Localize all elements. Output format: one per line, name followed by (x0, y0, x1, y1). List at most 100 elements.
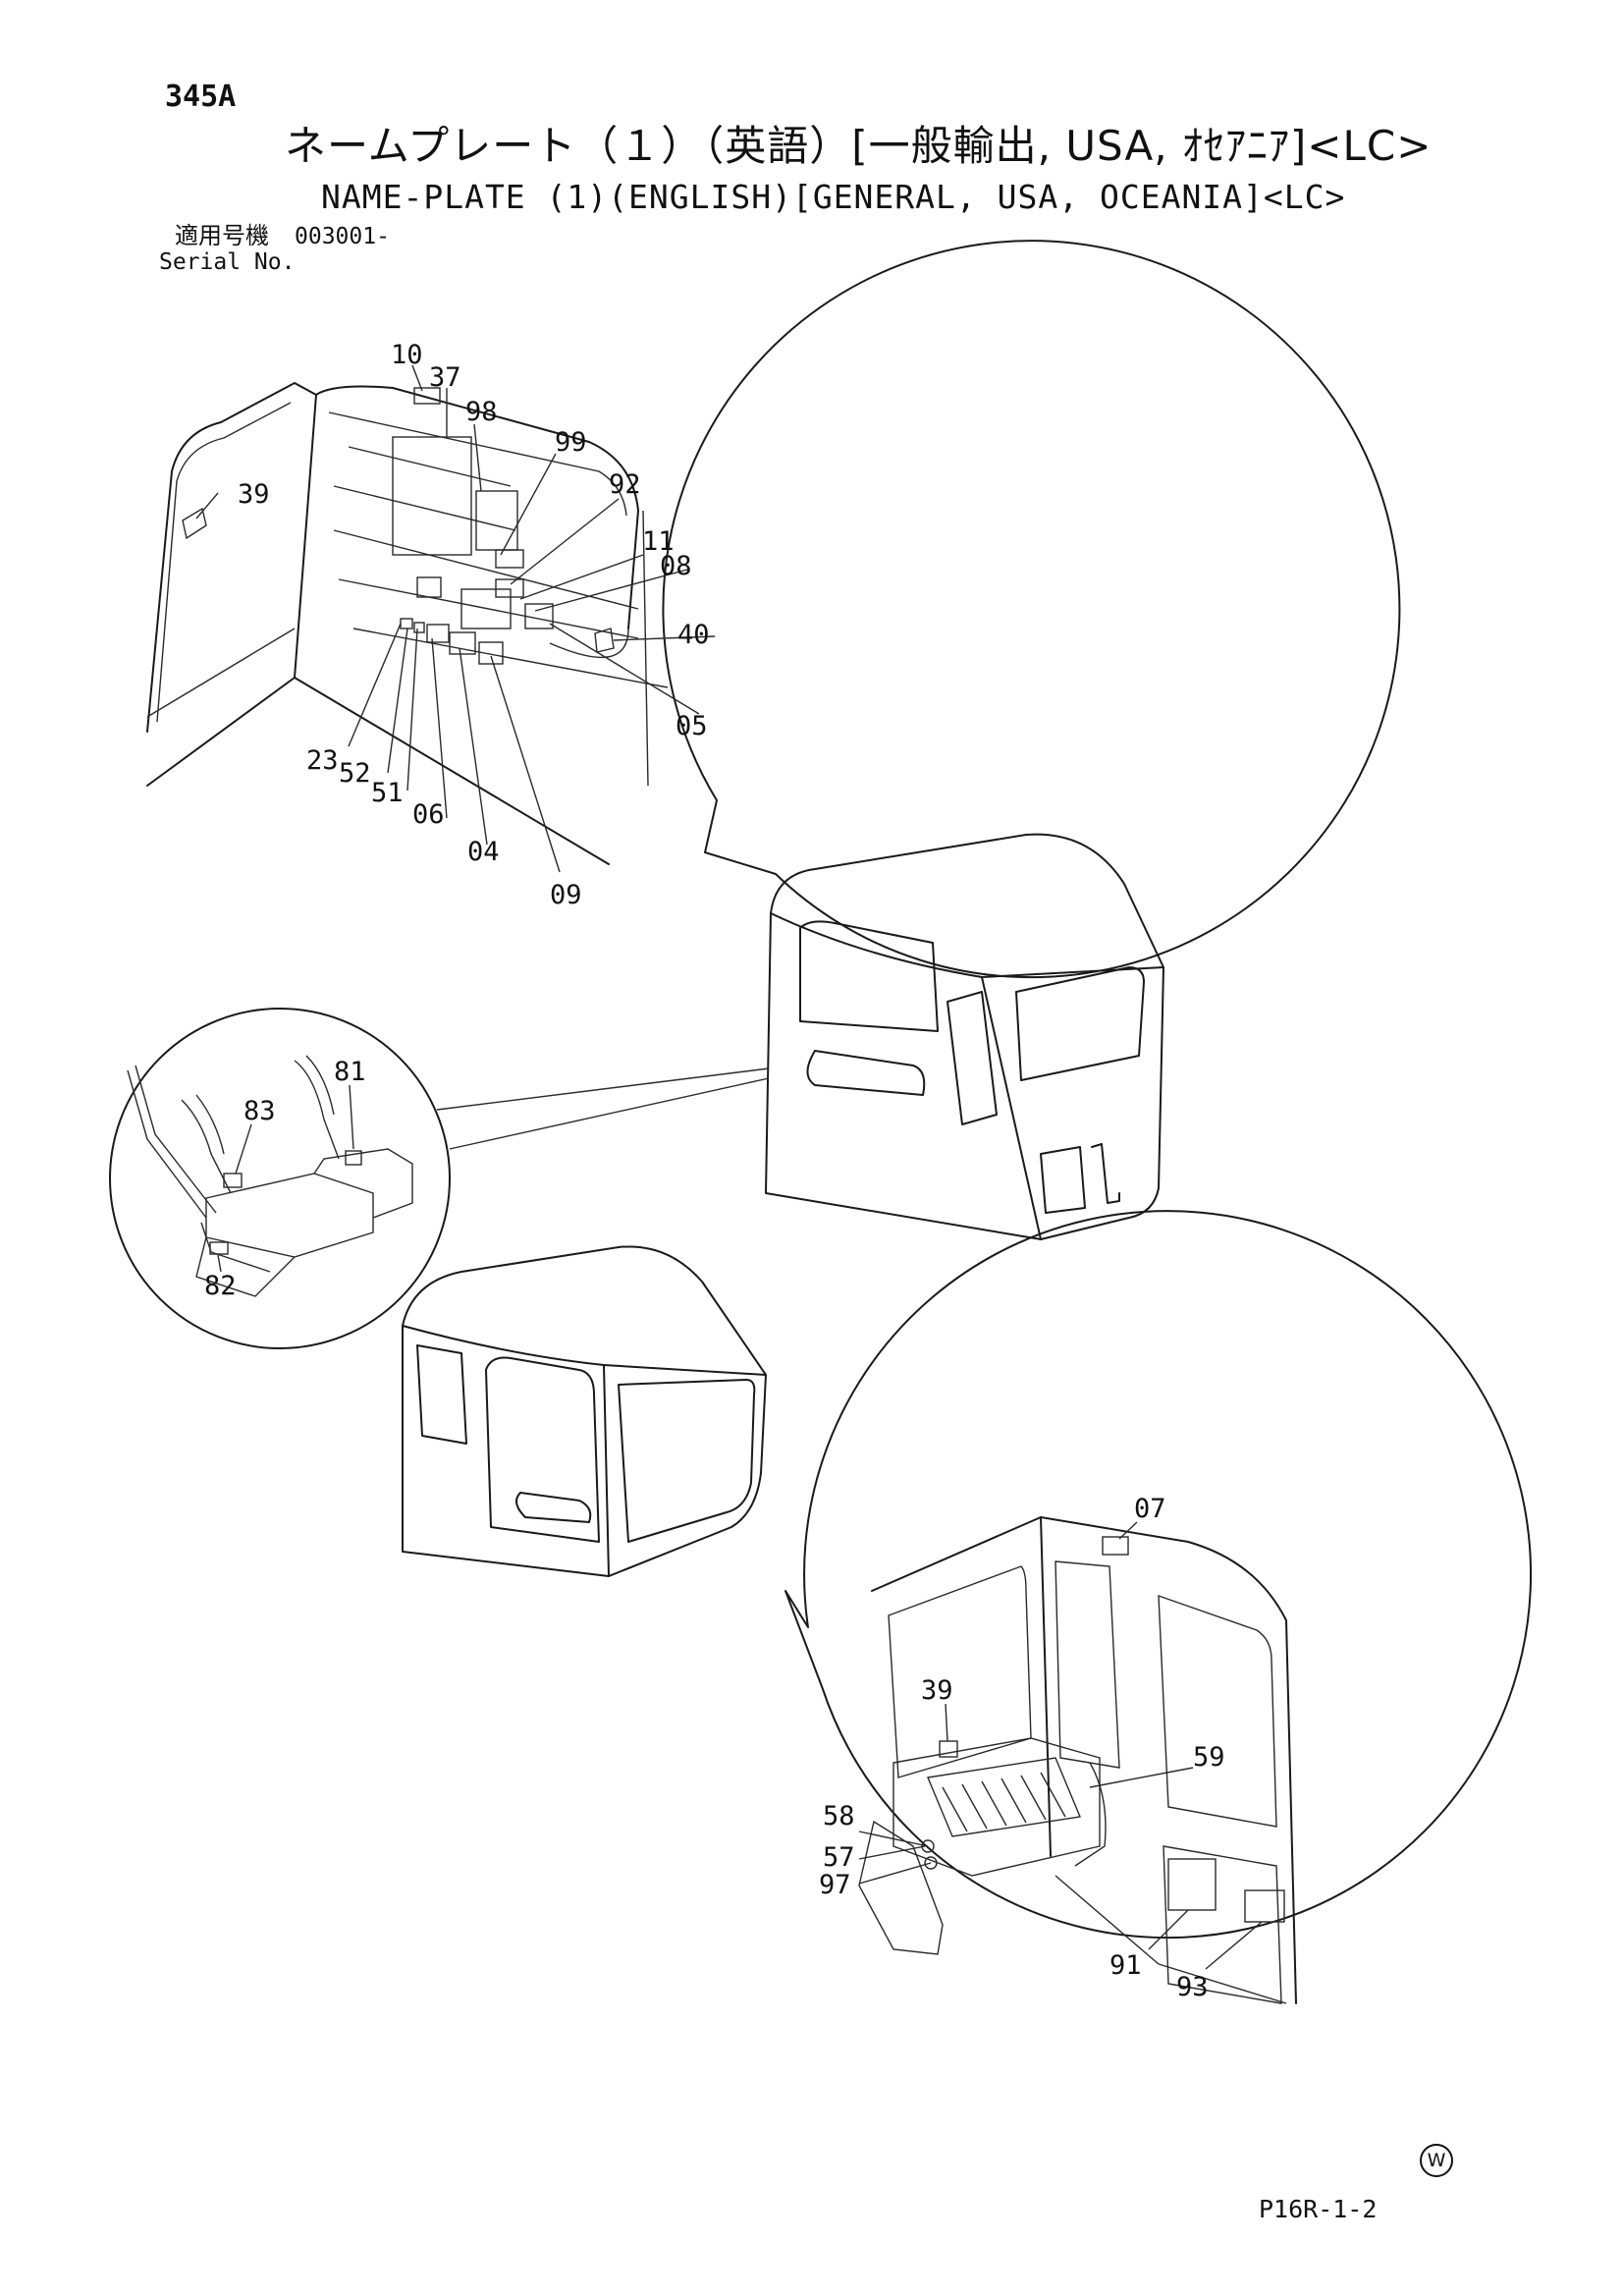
cab-front-outline (402, 1245, 767, 1577)
cab-front-edge (402, 1325, 610, 1577)
page-code: 345A (165, 80, 237, 114)
rear-console-side (1074, 1762, 1107, 1867)
plate-10 (413, 387, 441, 405)
title-japanese: ネームプレート（１）（英語）[一般輸出, USA, ｵｾｱﾆｱ]<LC> (285, 122, 1433, 170)
plate-93 (1244, 1889, 1285, 1923)
callout-83: 83 (243, 1096, 276, 1126)
callout-07: 07 (1134, 1494, 1166, 1524)
rear-console-box (893, 1737, 1101, 1877)
plate-11 (416, 576, 442, 598)
callout-58: 58 (823, 1801, 855, 1831)
callout-09: 09 (550, 880, 582, 910)
rear-window-left (888, 1565, 1032, 1778)
lever-stick-travel (127, 1065, 217, 1219)
callout-59: 59 (1193, 1742, 1225, 1773)
cab-rear-01-mark (1040, 1143, 1120, 1214)
cab-rear-outline (765, 833, 1164, 1240)
callout-39-bottom: 39 (921, 1675, 953, 1706)
serial-number-value: 003001- (295, 224, 390, 249)
cab-pillar-right (642, 510, 649, 787)
lever-stick-left (181, 1094, 232, 1194)
cab-roof-line (315, 385, 639, 629)
cab-front-side-window (618, 1379, 756, 1543)
rear-wall-right (1040, 1516, 1297, 2004)
cab-door-frame (146, 382, 317, 787)
callout-81: 81 (334, 1057, 366, 1087)
lever-stick-right (294, 1055, 340, 1160)
plate-91 (1167, 1858, 1217, 1911)
detail-circle-bottom: 07 39 59 58 57 97 91 93 (784, 1210, 1533, 2004)
lever-base-edge (200, 1222, 271, 1273)
callout-08: 08 (660, 551, 692, 581)
plate-37 (392, 436, 472, 556)
plate-07 (1102, 1536, 1129, 1556)
cab-rear-edge (770, 912, 1042, 1240)
lever-circle-leader-lines (217, 1084, 354, 1273)
callout-51: 51 (371, 778, 404, 808)
lever-console-right (313, 1148, 413, 1219)
plate-92 (495, 578, 524, 598)
plate-51 (413, 622, 425, 633)
cab-front-handle (515, 1492, 592, 1523)
cab-front-top-edge (603, 1364, 767, 1376)
cab-rear-panel (806, 1050, 926, 1096)
plate-82 (209, 1241, 229, 1255)
plate-81 (345, 1150, 362, 1166)
callout-37: 37 (429, 362, 461, 393)
plate-09 (478, 641, 504, 665)
callout-92: 92 (609, 469, 641, 500)
callout-57: 57 (823, 1842, 855, 1873)
callout-99: 99 (555, 427, 587, 458)
cab-rear-window-right (1015, 966, 1145, 1081)
w-circle-mark: W (1420, 2144, 1453, 2177)
plate-06 (426, 624, 450, 643)
callout-06: 06 (412, 799, 445, 830)
callout-39-top: 39 (238, 479, 270, 510)
callout-05: 05 (676, 711, 708, 741)
cab-roof-inner (328, 411, 627, 517)
cab-front-view (402, 1245, 767, 1577)
detail-circle-levers-outline (109, 1008, 451, 1349)
cab-front-windshield (485, 1356, 600, 1543)
callout-82: 82 (204, 1271, 237, 1301)
rear-console-grille (927, 1757, 1081, 1837)
plate-97 (924, 1856, 938, 1870)
callout-23: 23 (306, 745, 339, 776)
callout-10: 10 (391, 340, 423, 370)
callout-04: 04 (467, 837, 500, 867)
plate-04 (449, 631, 476, 655)
grille-slats (942, 1772, 1066, 1832)
rear-seat-bracket (858, 1820, 944, 1955)
plate-05 (524, 603, 554, 629)
cab-pillar-bottom (294, 677, 610, 865)
cab-rear-pillar (947, 991, 998, 1125)
callout-91: 91 (1109, 1950, 1142, 1981)
callout-52: 52 (339, 758, 371, 789)
serial-label-english: Serial No. (159, 249, 296, 275)
callout-97: 97 (819, 1870, 851, 1900)
cab-door-inner-line (156, 402, 292, 723)
top-circle-leader-lines (195, 364, 716, 873)
cab-door-bar (146, 628, 296, 718)
cab-rear-window-left (799, 920, 939, 1032)
plate-99 (495, 549, 524, 569)
detail-circle-levers: 81 83 82 (109, 1008, 770, 1349)
title-english: NAME-PLATE (1)(ENGLISH)[GENERAL, USA, OC… (321, 178, 1346, 216)
callout-11: 11 (642, 526, 675, 557)
callout-40: 40 (677, 620, 710, 650)
plate-08 (460, 588, 512, 629)
detail-circle-top-outline (662, 240, 1401, 979)
plate-39-top (182, 507, 207, 540)
detail-circle-bottom-outline (784, 1210, 1533, 1940)
drawing-code: P16R-1-2 (1259, 2195, 1378, 2223)
plate-40 (594, 628, 615, 653)
lever-console-left (205, 1173, 374, 1258)
callout-93: 93 (1176, 1972, 1209, 2002)
cab-front-window-small (416, 1344, 467, 1445)
bottom-circle-leader-lines (858, 1521, 1263, 1970)
rear-floor-edges (1055, 1875, 1287, 2004)
callout-98: 98 (465, 397, 498, 427)
rear-panel-lower (1163, 1845, 1282, 2004)
lever-console-base (195, 1236, 296, 1297)
